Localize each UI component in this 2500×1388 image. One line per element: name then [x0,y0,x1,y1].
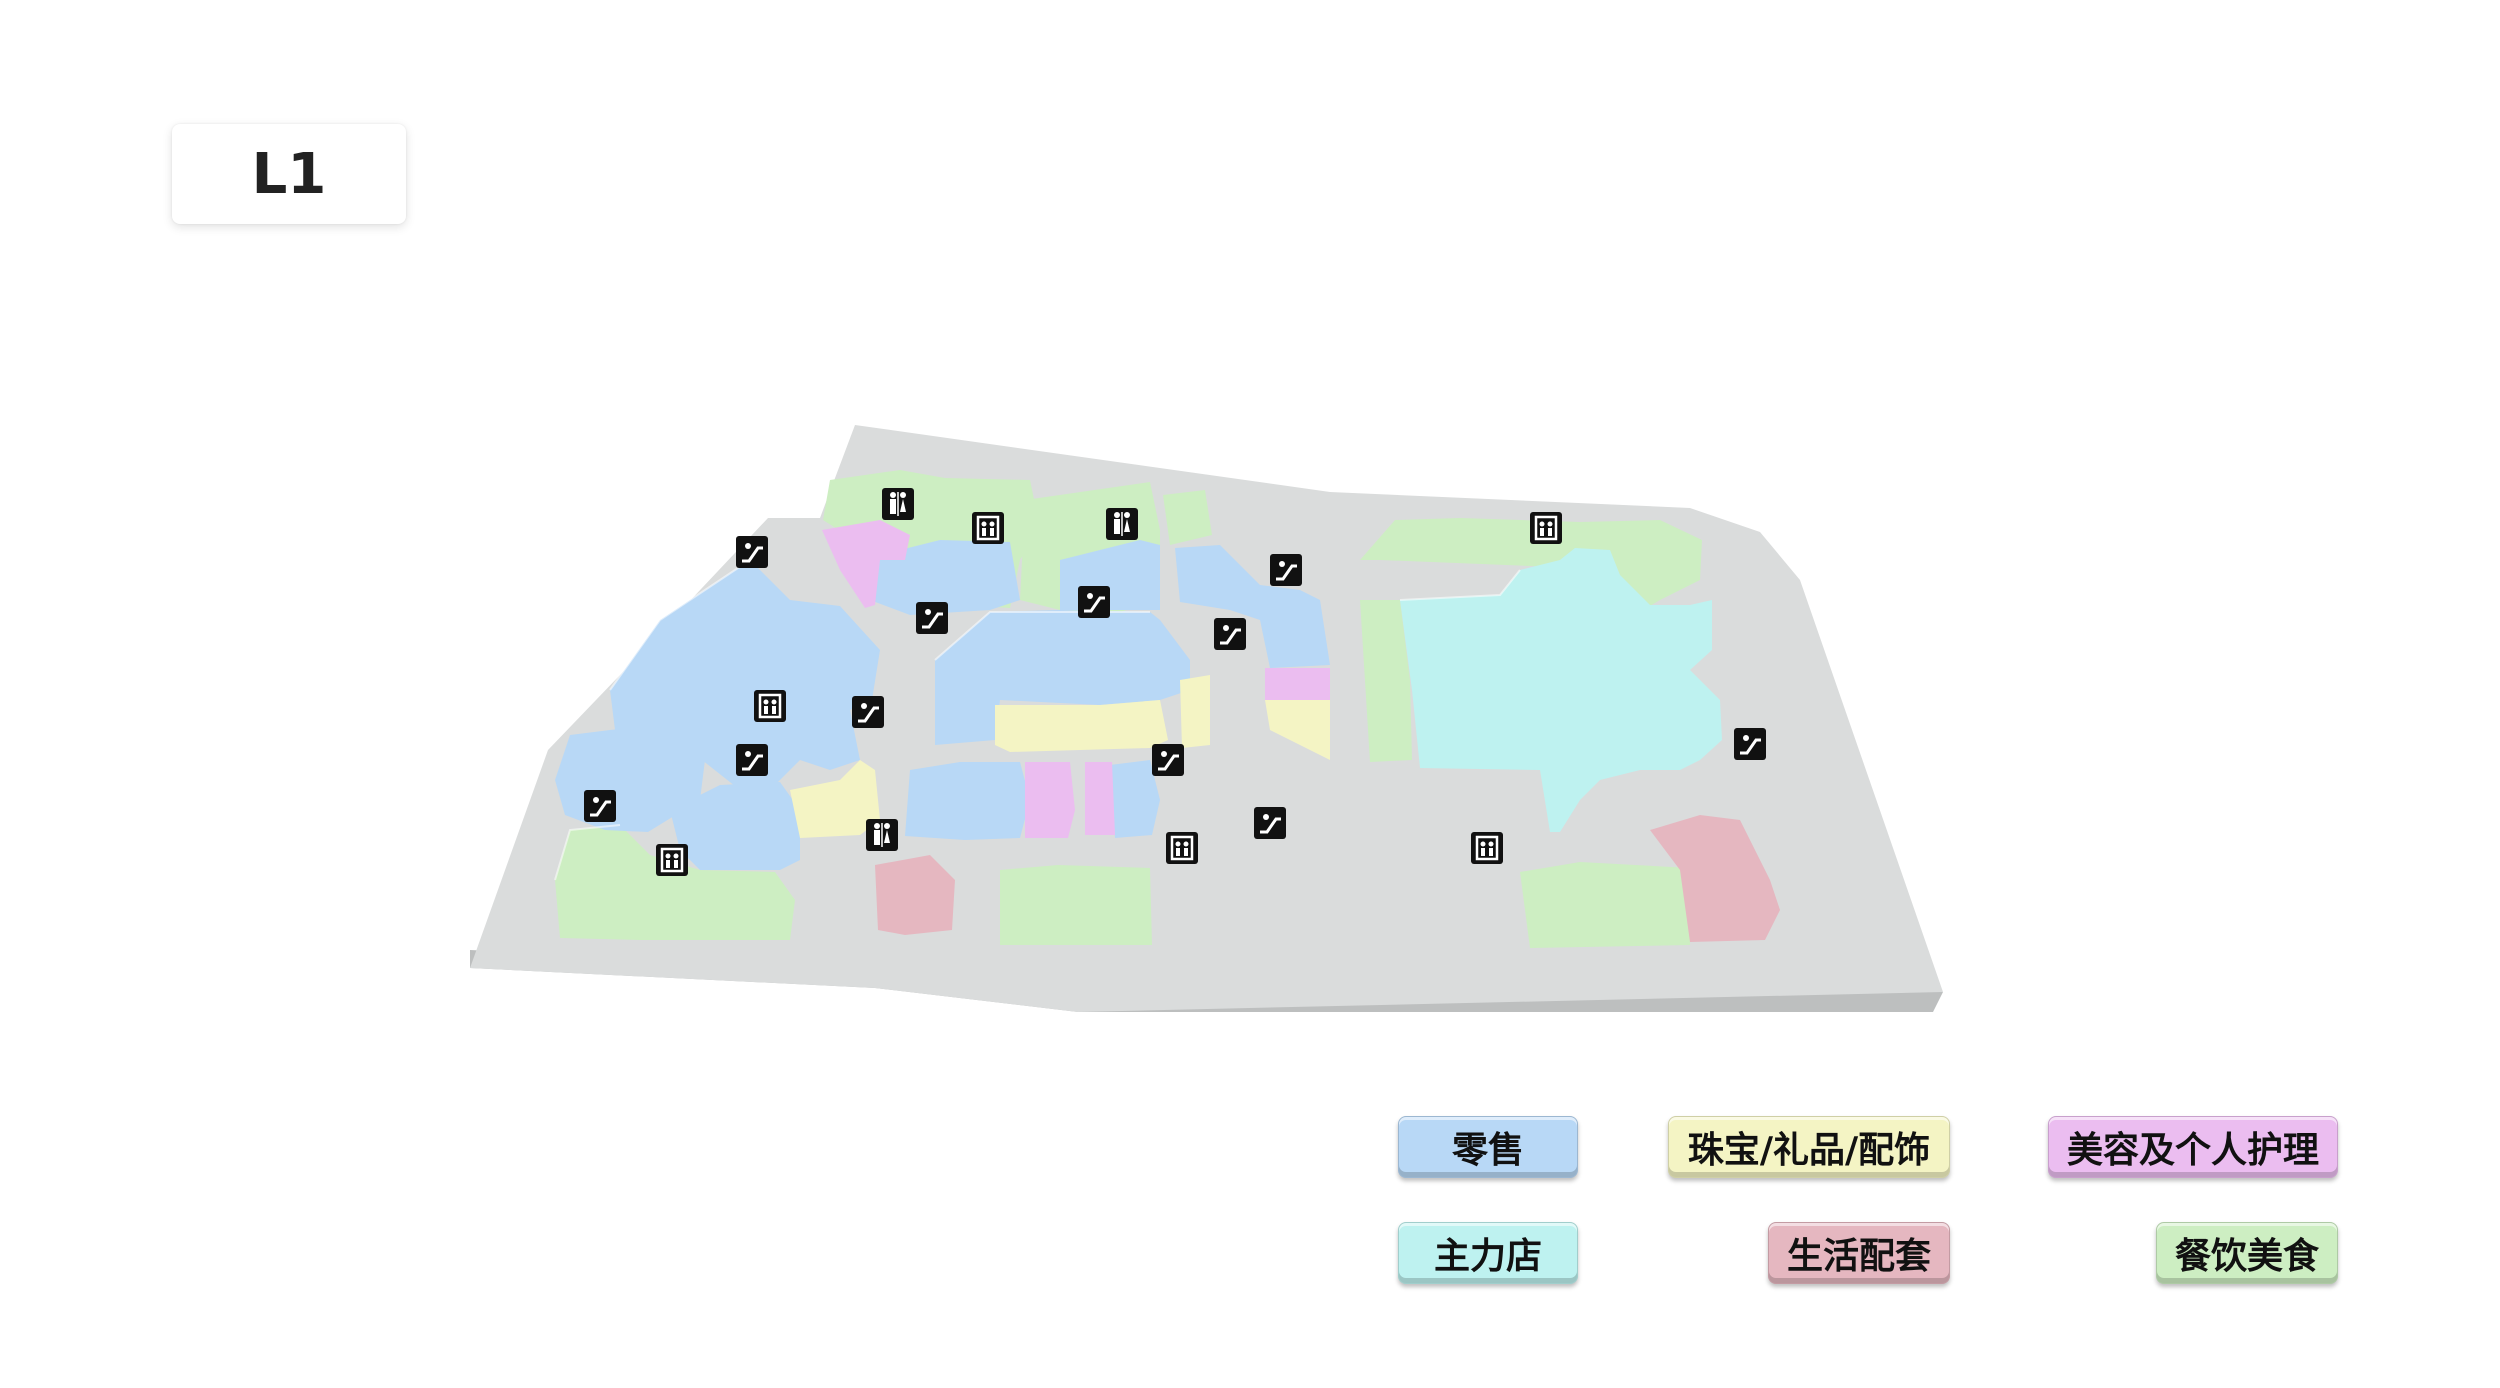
store-block-services[interactable] [875,815,1780,942]
legend-dining-button[interactable]: 餐饮美食 [2156,1222,2338,1284]
escalator-icon[interactable] [1212,616,1248,652]
legend-retail-button[interactable]: 零售 [1398,1116,1578,1178]
legend-beauty-button[interactable]: 美容及个人护理 [2048,1116,2338,1178]
store-block-anchor[interactable] [1400,548,1722,832]
escalator-icon[interactable] [734,742,770,778]
restroom-icon[interactable] [1106,508,1138,540]
escalator-icon[interactable] [1076,584,1112,620]
escalator-icon[interactable] [1732,726,1768,762]
elevator-icon[interactable] [1469,830,1505,866]
restroom-icon[interactable] [866,819,898,851]
elevator-icon[interactable] [1528,510,1564,546]
store-block-jewelry[interactable] [790,675,1330,838]
elevator-icon[interactable] [1164,830,1200,866]
escalator-icon[interactable] [850,694,886,730]
floor-label[interactable]: L1 [172,124,406,224]
legend-services-button[interactable]: 生活配套 [1768,1222,1950,1284]
escalator-icon[interactable] [1268,552,1304,588]
elevator-icon[interactable] [654,842,690,878]
escalator-icon[interactable] [914,600,950,636]
elevator-icon[interactable] [752,688,788,724]
store-block-retail[interactable] [555,540,1330,870]
escalator-icon[interactable] [1150,742,1186,778]
store-block-beauty[interactable] [822,520,1330,838]
escalator-icon[interactable] [1252,805,1288,841]
restroom-icon[interactable] [882,488,914,520]
elevator-icon[interactable] [970,510,1006,546]
legend-jewelry-button[interactable]: 珠宝/礼品/配饰 [1668,1116,1950,1178]
escalator-icon[interactable] [582,788,618,824]
escalator-icon[interactable] [734,534,770,570]
legend-anchor-button[interactable]: 主力店 [1398,1222,1578,1284]
